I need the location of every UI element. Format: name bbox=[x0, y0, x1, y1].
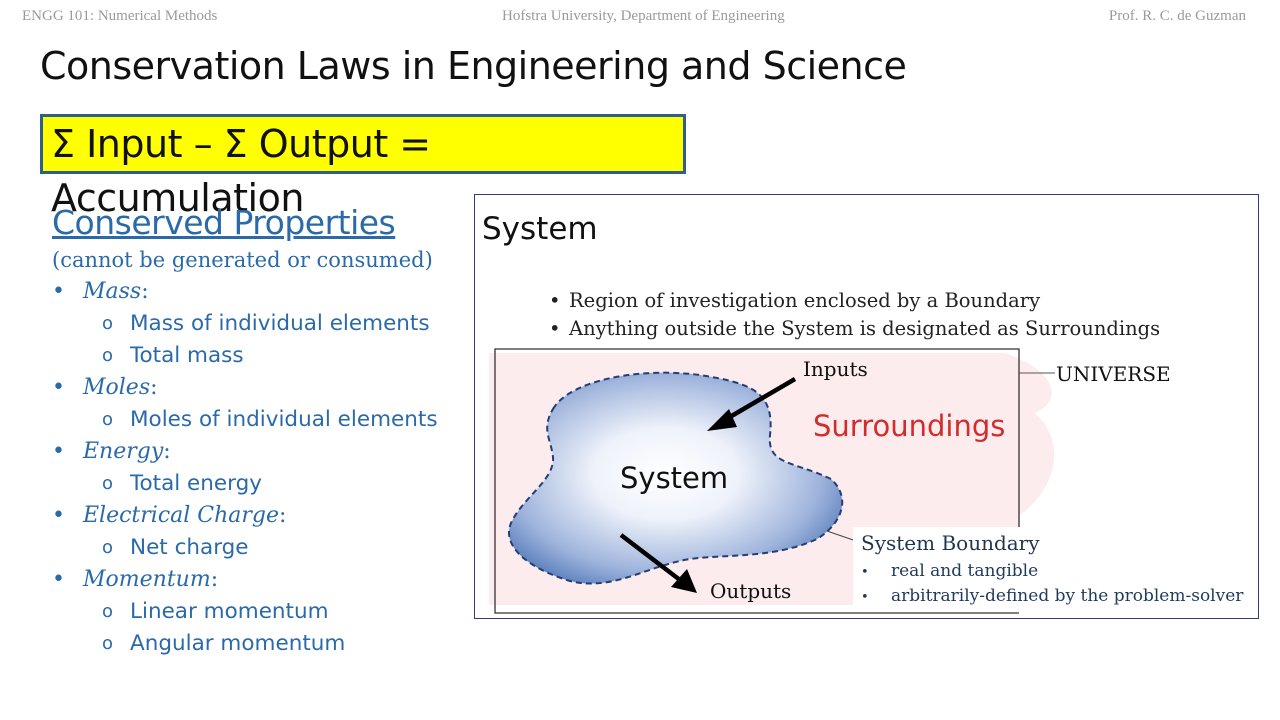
panel-bullet: •Anything outside the System is designat… bbox=[549, 317, 1161, 340]
inputs-label: Inputs bbox=[803, 357, 868, 381]
property-subitem-label: Moles of individual elements bbox=[130, 407, 438, 432]
system-label: System bbox=[620, 461, 729, 495]
equation-box: Σ Input – Σ Output = Accumulation bbox=[40, 114, 686, 220]
inputs-arrow-head bbox=[707, 409, 737, 431]
conserved-subtitle: (cannot be generated or consumed) bbox=[52, 248, 433, 272]
property-subitem-label: Angular momentum bbox=[130, 631, 346, 656]
property-item: •Electrical Charge: bbox=[52, 503, 287, 528]
property-item: •Moles: bbox=[52, 375, 158, 400]
slide-title: Conservation Laws in Engineering and Sci… bbox=[40, 44, 907, 88]
property-label: Momentum bbox=[83, 567, 211, 592]
boundary-item: •real and tangible bbox=[861, 561, 1039, 581]
property-item: •Momentum: bbox=[52, 567, 219, 592]
boundary-item: •arbitrarily-defined by the problem-solv… bbox=[861, 586, 1244, 606]
boundary-item-text: arbitrarily-defined by the problem-solve… bbox=[891, 586, 1244, 606]
outputs-arrow-head bbox=[671, 569, 697, 593]
outputs-arrow bbox=[619, 533, 682, 582]
outputs-label: Outputs bbox=[710, 579, 792, 603]
panel-bullet: •Region of investigation enclosed by a B… bbox=[549, 289, 1041, 312]
boundary-item-text: real and tangible bbox=[891, 561, 1039, 581]
universe-border bbox=[494, 348, 1020, 614]
property-label: Moles bbox=[83, 375, 151, 400]
property-subitem-label: Total mass bbox=[130, 343, 244, 368]
property-item: •Mass: bbox=[52, 279, 149, 304]
boundary-title: System Boundary bbox=[861, 531, 1040, 555]
system-boundary-callout: System Boundary •real and tangible •arbi… bbox=[853, 527, 1253, 611]
property-label: Mass bbox=[83, 279, 142, 304]
property-subitem-label: Net charge bbox=[130, 535, 249, 560]
header-instructor: Prof. R. C. de Guzman bbox=[1108, 8, 1246, 24]
surroundings-label: Surroundings bbox=[813, 409, 1006, 443]
panel-bullet-text: Region of investigation enclosed by a Bo… bbox=[569, 289, 1041, 312]
property-subitem-label: Linear momentum bbox=[130, 599, 329, 624]
system-panel: System •Region of investigation enclosed… bbox=[474, 194, 1259, 619]
system-blob bbox=[508, 371, 844, 585]
universe-label: UNIVERSE bbox=[1056, 362, 1171, 386]
equation-text: Σ Input – Σ Output = Accumulation bbox=[51, 122, 431, 220]
property-subitem-label: Total energy bbox=[130, 471, 262, 496]
panel-title: System bbox=[482, 211, 598, 247]
property-label: Electrical Charge bbox=[83, 503, 280, 528]
header-course: ENGG 101: Numerical Methods bbox=[22, 8, 218, 24]
property-label: Energy bbox=[83, 439, 164, 464]
conserved-title: Conserved Properties bbox=[52, 203, 396, 242]
conserved-properties: Conserved Properties (cannot be generate… bbox=[52, 202, 438, 660]
property-item: •Energy: bbox=[52, 439, 171, 464]
header-institution: Hofstra University, Department of Engine… bbox=[502, 8, 785, 24]
inputs-arrow bbox=[721, 377, 797, 423]
panel-bullet-text: Anything outside the System is designate… bbox=[569, 317, 1161, 340]
property-subitem-label: Mass of individual elements bbox=[130, 311, 430, 336]
